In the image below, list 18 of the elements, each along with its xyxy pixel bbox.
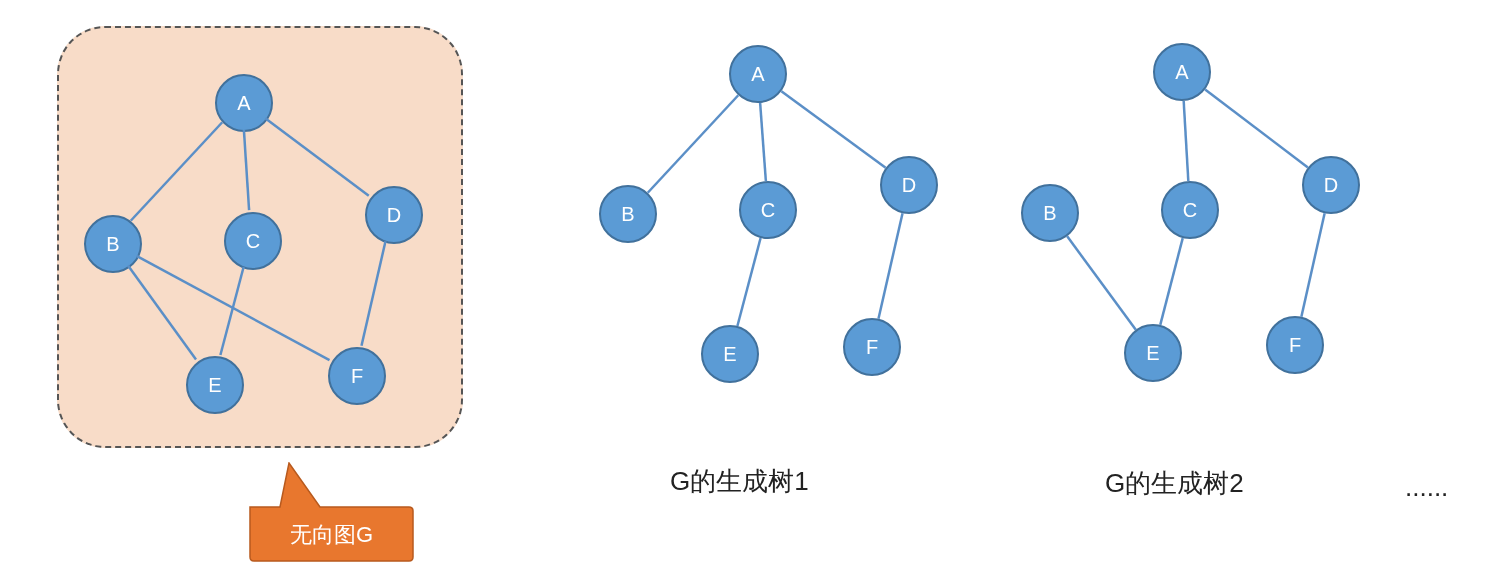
edge-line xyxy=(1182,100,1190,182)
edge-line xyxy=(1159,237,1184,326)
edge-line xyxy=(264,117,370,197)
edge-line xyxy=(1300,213,1326,317)
edge-line xyxy=(129,121,224,222)
caption-text: ...... xyxy=(1405,471,1449,504)
graph-panel xyxy=(57,26,463,448)
edge-line xyxy=(736,237,762,327)
edge-line xyxy=(1204,88,1309,169)
edge-line xyxy=(646,94,740,194)
edge-line xyxy=(1066,235,1137,331)
edge-line xyxy=(758,102,768,182)
caption-text: G的生成树1 xyxy=(670,465,809,498)
callout: 无向图G xyxy=(248,462,415,562)
edge-line xyxy=(877,213,904,319)
edge-line xyxy=(780,90,887,169)
edge-line xyxy=(127,264,197,361)
caption-text: G的生成树2 xyxy=(1105,467,1244,500)
